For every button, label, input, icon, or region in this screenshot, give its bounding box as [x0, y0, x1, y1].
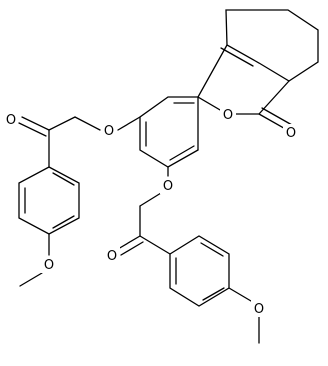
label-bg: [104, 247, 120, 264]
label-bg: [251, 300, 267, 317]
bond-layer: [18, 9, 319, 344]
left-phenyl-double-3: [52, 172, 75, 186]
carbonyl-bond-upper-2: [18, 122, 47, 137]
atom-label-layer: O O O O O O O O: [4, 106, 299, 317]
carbonyl-bond-lower-2: [120, 241, 144, 256]
lower-phenyl-ring: [169, 235, 230, 307]
methoxy-oxygen-left-label: O: [44, 258, 54, 273]
label-bg: [4, 111, 18, 128]
carbonyl-bond-upper: [21, 116, 50, 131]
carbonyl-oxygen-lower-label: O: [107, 249, 117, 264]
left-phenyl-double-2: [52, 215, 75, 229]
lactone-ring: [197, 44, 290, 115]
ether-oxygen-left-label: O: [104, 124, 114, 139]
carbonyl-oxygen-left-label: O: [6, 113, 16, 128]
methoxy-oxygen-right-label: O: [254, 302, 264, 317]
label-bg: [101, 122, 117, 139]
ch2-bond-lower: [139, 192, 162, 207]
label-bg: [220, 106, 236, 123]
ether-oxygen-middle-label: O: [163, 179, 173, 194]
central-benzene-ring: [139, 96, 199, 168]
label-bg: [41, 256, 57, 273]
left-phenyl-ring: [18, 166, 80, 235]
label-bg: [160, 177, 176, 194]
ether-bond-upper: [117, 116, 141, 131]
benzene-double-3: [169, 145, 195, 161]
lower-phenyl-double-3: [202, 287, 225, 301]
lower-phenyl-double-2: [200, 242, 224, 257]
ketone-bond-upper: [48, 116, 76, 131]
carbonyl-bond-lower: [117, 235, 141, 250]
label-bg: [283, 124, 299, 141]
aryl-bond-lower: [139, 235, 171, 255]
lactone-carbonyl-bond-2: [261, 107, 293, 126]
methoxy-bond-right: [228, 287, 252, 302]
methyl-bond-left: [19, 272, 43, 287]
cyclohexene-ring: [225, 9, 319, 82]
cyclohexene-double-bond: [220, 47, 254, 67]
ring-oxygen-label: O: [223, 108, 233, 123]
lactone-carbonyl-oxygen-label: O: [286, 126, 296, 141]
ch2-bond-upper: [74, 116, 101, 131]
